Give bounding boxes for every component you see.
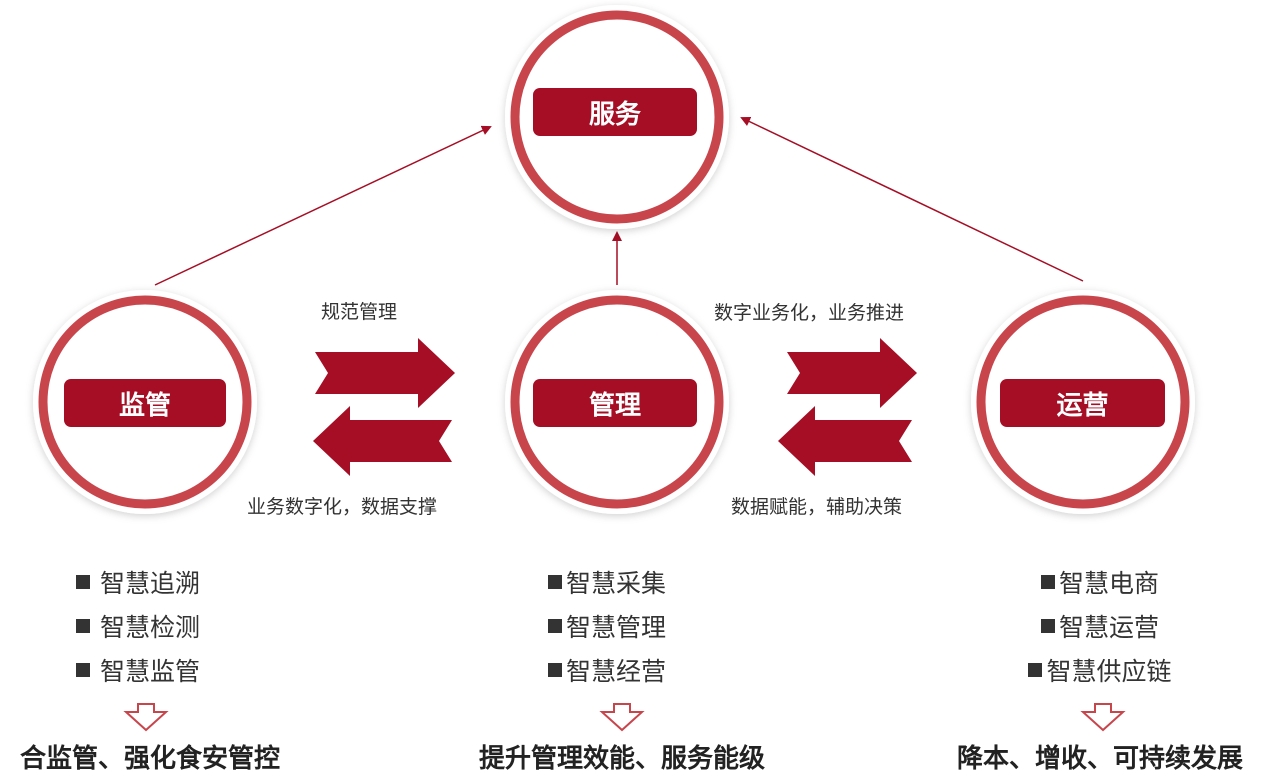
arrow-left-operation-management — [778, 406, 912, 476]
outcome-operation: 降本、增收、可持续发展 — [956, 744, 1243, 774]
node-label-service: 服务 — [533, 88, 697, 136]
list-item: 智慧经营 — [548, 650, 666, 694]
list-item: 智慧采集 — [548, 562, 666, 606]
arrow-right-supervision-management — [315, 338, 455, 408]
node-label-management: 管理 — [533, 379, 697, 427]
square-bullet-icon — [76, 575, 90, 589]
square-bullet-icon — [548, 663, 562, 677]
list-item: 智慧检测 — [76, 606, 200, 650]
square-bullet-icon — [548, 575, 562, 589]
down-arrow-supervision — [123, 703, 169, 732]
flow-label-mgmt-to-ops: 数字业务化，业务推进 — [714, 302, 905, 324]
node-label-operation: 运营 — [1000, 379, 1165, 427]
square-bullet-icon — [76, 619, 90, 633]
arrow-right-management-operation — [787, 338, 917, 408]
connector-supervision-to-service — [154, 125, 492, 286]
list-operation: 智慧电商 智慧运营 智慧供应链 — [1005, 562, 1195, 694]
square-bullet-icon — [1040, 575, 1055, 589]
list-item: 智慧供应链 — [1005, 650, 1195, 694]
square-bullet-icon — [1028, 663, 1043, 677]
down-arrow-management — [599, 703, 645, 732]
list-item: 智慧监管 — [76, 650, 200, 694]
list-item: 智慧运营 — [1005, 606, 1195, 650]
square-bullet-icon — [548, 619, 562, 633]
outcome-supervision: 合监管、强化食安管控 — [19, 744, 280, 774]
list-item: 智慧管理 — [548, 606, 666, 650]
node-label-supervision: 监管 — [64, 379, 226, 427]
flow-label-mgmt-to-sup: 业务数字化，数据支撑 — [247, 496, 438, 518]
square-bullet-icon — [76, 663, 90, 677]
flow-label-ops-to-mgmt: 数据赋能，辅助决策 — [731, 496, 903, 518]
arrow-left-management-supervision — [313, 406, 452, 476]
down-arrow-operation — [1080, 703, 1126, 732]
flow-label-sup-to-mgmt: 规范管理 — [321, 301, 398, 323]
list-supervision: 智慧追溯 智慧检测 智慧监管 — [76, 562, 200, 694]
square-bullet-icon — [1040, 619, 1055, 633]
list-management: 智慧采集 智慧管理 智慧经营 — [548, 562, 666, 694]
outcome-management: 提升管理效能、服务能级 — [478, 744, 765, 774]
connector-operation-to-service — [740, 116, 1084, 282]
list-item: 智慧电商 — [1005, 562, 1195, 606]
list-item: 智慧追溯 — [76, 562, 200, 606]
